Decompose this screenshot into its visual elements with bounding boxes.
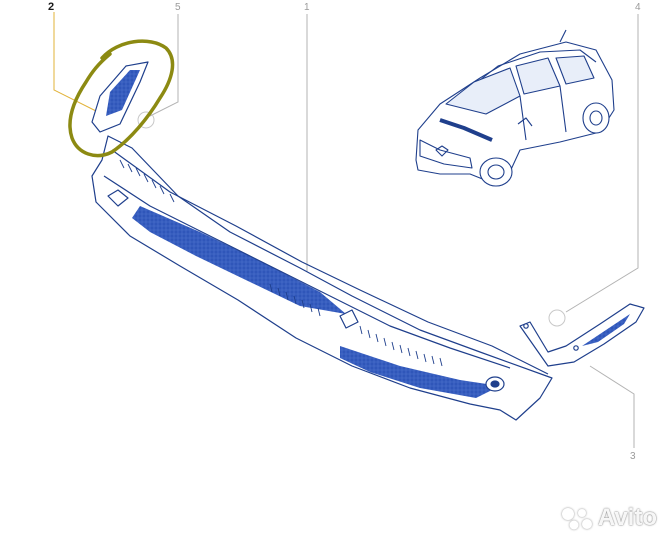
cowl-ridge-mid	[103, 175, 511, 369]
cowl-grommet-inner	[490, 380, 500, 388]
cowl-mesh-upper	[132, 206, 346, 314]
vehicle-locator	[415, 29, 615, 187]
vehicle-windshield	[445, 67, 521, 115]
leader-5-ring	[137, 111, 155, 129]
cowl-panel-part-1	[91, 135, 553, 421]
vehicle-side-window	[515, 55, 595, 95]
corner-trim-fill	[106, 70, 140, 116]
leader-2	[53, 12, 99, 113]
callout-3: 3	[630, 451, 636, 462]
side-bracket-part-3	[519, 303, 645, 367]
side-bracket-shape	[519, 303, 645, 367]
vehicle-front-wheel-hub	[487, 164, 505, 180]
leader-3	[589, 365, 635, 448]
vehicle-antenna	[559, 29, 567, 43]
side-bracket-detail	[582, 314, 630, 346]
cowl-tab	[339, 309, 359, 329]
vehicle-rear-wheel	[582, 102, 610, 134]
cowl-vent-slots	[119, 159, 443, 367]
vehicle-front-wheel	[479, 157, 513, 187]
vehicle-mirror	[517, 117, 533, 127]
vehicle-grille	[419, 139, 473, 169]
callout-4: 4	[635, 2, 641, 13]
leader-4	[565, 14, 639, 313]
avito-logo-icon	[561, 508, 592, 530]
leader-4-ring	[548, 309, 566, 327]
highlight-ring	[68, 39, 175, 158]
cowl-ridge-top	[111, 149, 549, 375]
cowl-mesh-lower	[340, 346, 500, 398]
vehicle-door-lines	[519, 85, 567, 141]
cowl-panel-outline	[91, 135, 553, 421]
side-bracket-hole-1	[523, 323, 529, 329]
callout-5: 5	[175, 2, 181, 13]
watermark: Avito	[560, 504, 657, 532]
vehicle-hood-cowl	[439, 118, 493, 142]
callout-2: 2	[48, 1, 55, 13]
corner-trim-part-2	[91, 61, 149, 133]
watermark-text: Avito	[597, 504, 657, 531]
leader-5	[149, 14, 179, 117]
leader-lines	[53, 12, 639, 448]
cowl-clip	[107, 189, 129, 207]
vehicle-roof	[461, 49, 597, 95]
callout-1: 1	[304, 2, 310, 13]
side-bracket-hole-2	[573, 345, 579, 351]
vehicle-badge	[435, 145, 449, 157]
vehicle-rear-wheel-hub	[589, 110, 603, 126]
